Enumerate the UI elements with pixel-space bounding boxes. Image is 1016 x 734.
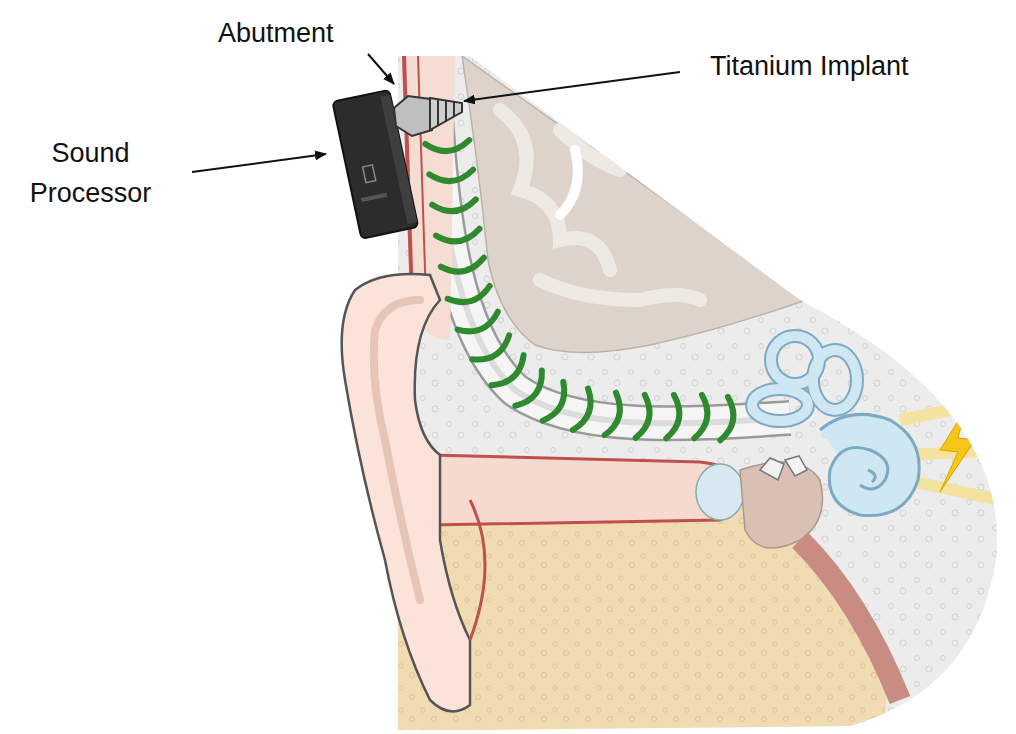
skin-line	[418, 56, 426, 300]
cross-section	[380, 40, 1016, 734]
brain-folds	[500, 110, 700, 300]
skull-core	[432, 50, 790, 423]
leader-arrow	[368, 54, 394, 84]
skull-edge	[432, 50, 790, 423]
cochlea	[820, 414, 919, 515]
leader-arrow	[464, 72, 680, 101]
part-label: Sound Processor	[8, 133, 173, 213]
mastoid-bone	[398, 500, 887, 734]
titanium-implant	[430, 98, 462, 130]
temporal-bone	[380, 40, 1016, 734]
brain-fold	[560, 150, 578, 215]
eustachian-tube	[800, 540, 900, 700]
semicircular-canals	[752, 336, 857, 421]
skin-line	[470, 500, 485, 640]
vibration-waves	[425, 140, 736, 442]
leader-arrow	[192, 154, 326, 172]
semicircular-canals	[752, 336, 857, 421]
part-label: Abutment	[218, 13, 388, 53]
abutment	[394, 96, 432, 136]
brain	[462, 56, 806, 353]
skull	[432, 50, 790, 423]
helix-fold	[374, 300, 420, 600]
ossicles	[760, 456, 807, 480]
implant-threads	[438, 100, 454, 126]
pinna	[342, 274, 470, 711]
eardrum	[696, 464, 744, 520]
cochlea-spiral	[868, 470, 875, 482]
nerve-signal	[940, 410, 975, 492]
part-label: Titanium Implant	[710, 46, 970, 86]
